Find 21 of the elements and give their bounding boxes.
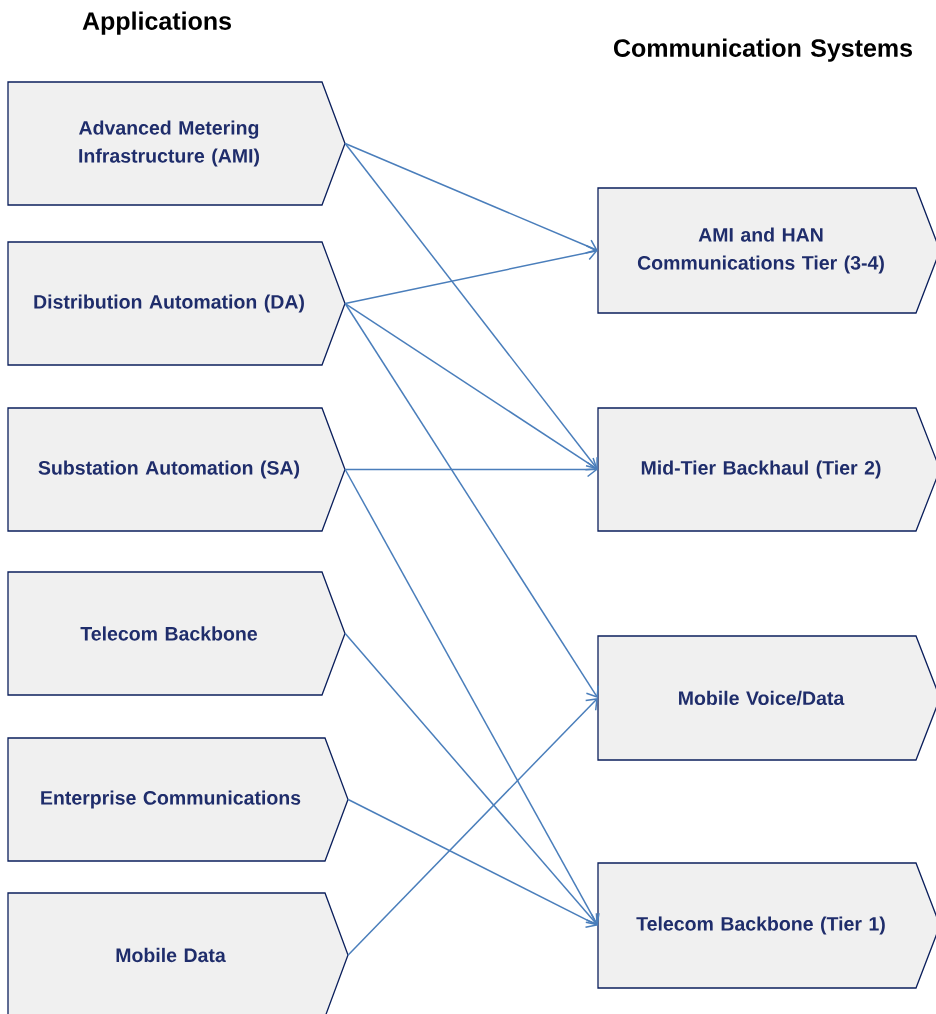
arrow <box>344 632 598 926</box>
arrow <box>344 245 598 305</box>
chevron-box: Substation Automation (SA) <box>7 407 346 532</box>
arrow <box>344 302 599 698</box>
chevron-box: Telecom Backbone (Tier 1) <box>597 862 936 989</box>
arrow <box>347 798 598 928</box>
chevron-box: Mid-Tier Backhaul (Tier 2) <box>597 407 936 532</box>
chevron-box: Advanced Metering Infrastructure (AMI) <box>7 81 346 206</box>
chevron-box: Distribution Automation (DA) <box>7 241 346 366</box>
arrow <box>344 461 598 478</box>
column-heading: Communication Systems <box>614 38 912 62</box>
arrow <box>344 302 598 471</box>
chevron-box: Mobile Data <box>7 892 349 1014</box>
arrow <box>344 142 598 254</box>
chevron-box: Mobile Voice/Data <box>597 635 936 761</box>
chevron-box: Telecom Backbone <box>7 571 346 696</box>
arrow <box>347 698 598 956</box>
chevron-box: Enterprise Communications <box>7 737 349 862</box>
chevron-box: AMI and HAN Communications Tier (3-4) <box>597 187 936 314</box>
column-heading: Applications <box>82 11 231 35</box>
arrow <box>344 142 598 470</box>
